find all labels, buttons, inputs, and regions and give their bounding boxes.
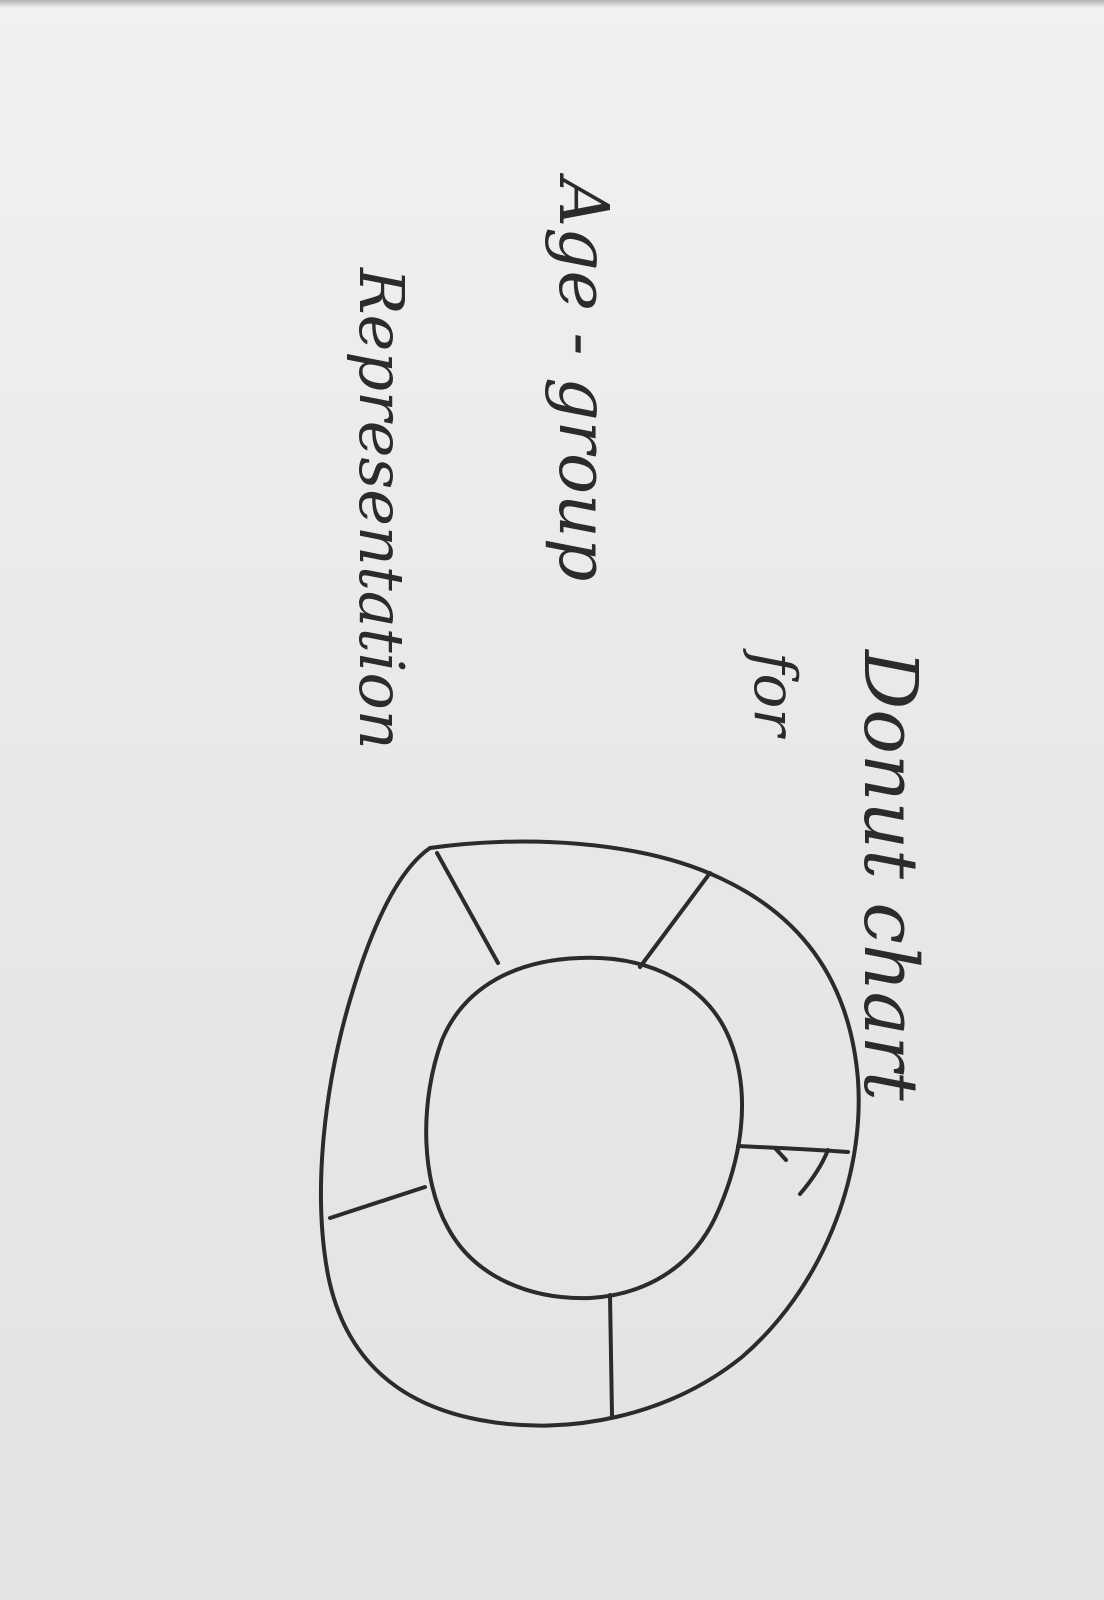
donut-outer-ring <box>318 839 861 1428</box>
title-line-1: Donut chart <box>847 648 933 1101</box>
segment-divider-5 <box>328 1185 427 1220</box>
title-line-3: Age - group <box>543 172 622 581</box>
segment-divider-4 <box>608 1293 614 1417</box>
segment-divider-2 <box>638 871 712 969</box>
segment-divider-3-tick <box>798 1148 830 1196</box>
donut-inner-ring <box>424 955 745 1301</box>
paper-edge-shadow <box>0 0 1104 8</box>
segment-divider-3 <box>736 1144 850 1154</box>
title-line-2: for <box>741 648 809 739</box>
segment-divider-3-tick-small <box>773 1146 788 1162</box>
title-line-4: Representation <box>345 267 418 750</box>
donut-chart <box>318 839 861 1428</box>
segment-divider-1 <box>435 851 500 965</box>
